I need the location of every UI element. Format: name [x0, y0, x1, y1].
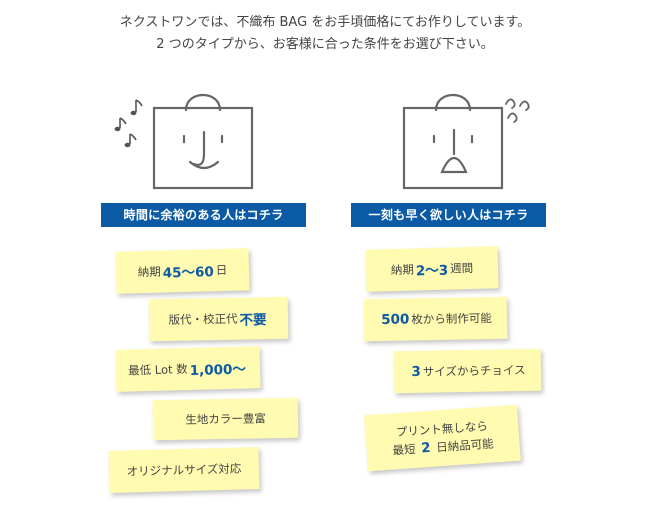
intro-line-2: 2 つのタイプから、お客様に合った条件をお選び下さい。 — [156, 37, 494, 52]
intro-text: ネクストワンでは、不織布 BAG をお手頃価格にてお作りしています。 2 つのタ… — [0, 12, 650, 56]
banner-urgent: 一刻も早く欲しい人はコチラ — [351, 203, 546, 227]
worried-bag-icon — [398, 84, 508, 196]
note-fabric-colors: 生地カラー豊富 — [152, 397, 299, 441]
note-highlight: 3 — [411, 363, 421, 380]
banner-leisurely: 時間に余裕のある人はコチラ — [101, 203, 306, 227]
note-size-choice: 3 サイズからチョイス — [393, 348, 542, 394]
note-highlight: 2〜3 — [415, 262, 449, 280]
note-no-print: プリント無しなら 最短 2 日納品可能 — [364, 404, 521, 472]
note-highlight: 1,000〜 — [189, 361, 247, 379]
note-label: 日納品可能 — [435, 436, 495, 455]
note-label: 版代・校正代 — [168, 311, 238, 327]
note-highlight: 45〜60 — [162, 264, 215, 282]
note-highlight: 500 — [381, 311, 410, 328]
note-original-size: オリジナルサイズ対応 — [108, 447, 260, 493]
note-highlight: 2 — [420, 439, 432, 457]
note-delivery-right: 納期 2〜3 週間 — [365, 246, 499, 292]
note-label: オリジナルサイズ対応 — [126, 461, 242, 479]
note-label: 納期 — [137, 264, 161, 280]
note-label: 週間 — [449, 260, 474, 276]
music-note-icon — [114, 99, 143, 148]
note-min-quantity: 500 枚から制作可能 — [363, 296, 508, 342]
note-label: 最短 — [392, 441, 417, 458]
happy-bag-icon — [148, 84, 258, 196]
note-label: 日 — [215, 262, 228, 278]
note-label: 納期 — [390, 262, 415, 278]
note-highlight: 不要 — [239, 312, 267, 329]
note-label: 生地カラー豊富 — [185, 411, 266, 427]
note-label: サイズからチョイス — [422, 362, 526, 379]
note-label: 最低 Lot 数 — [127, 362, 188, 378]
intro-line-1: ネクストワンでは、不織布 BAG をお手頃価格にてお作りしています。 — [119, 15, 531, 30]
note-delivery-left: 納期 45〜60 日 — [115, 248, 250, 294]
note-plate-fee: 版代・校正代 不要 — [148, 296, 289, 342]
note-min-lot: 最低 Lot 数 1,000〜 — [115, 346, 261, 392]
note-label: 枚から制作可能 — [411, 311, 492, 327]
sweat-mark-icon — [505, 98, 530, 123]
